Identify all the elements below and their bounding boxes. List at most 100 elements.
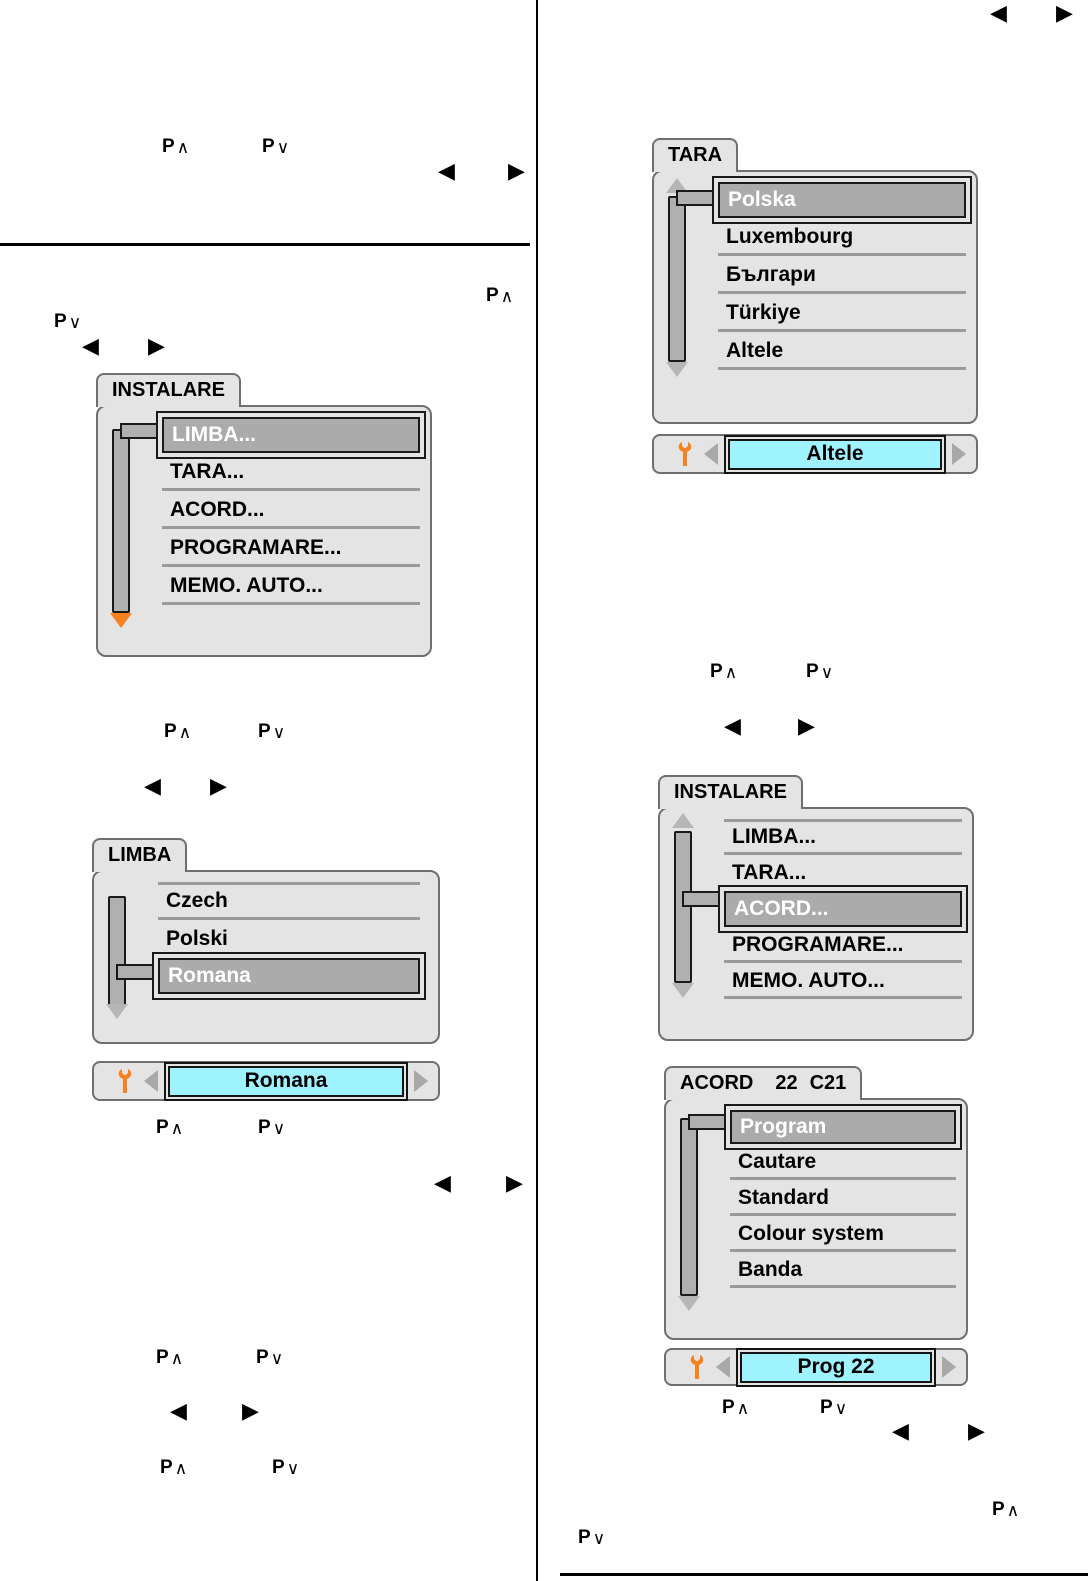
column-divider [536, 0, 538, 1581]
arrow-right-1: ▶ [508, 158, 525, 183]
selection-connector-acord [688, 1114, 732, 1130]
row-underline [730, 1285, 956, 1288]
panel-body-limba: Czech Polski Romana [92, 870, 440, 1044]
key-p-up-4: P∧ [156, 1117, 184, 1138]
row-underline [718, 367, 966, 370]
value-field-tara: Altele [728, 438, 942, 470]
value-bar-limba[interactable]: Romana [92, 1061, 440, 1101]
menu-item-luxembourg[interactable]: Luxembourg [718, 218, 966, 256]
row-underline [162, 602, 420, 605]
menu-item-cautare[interactable]: Cautare [730, 1144, 956, 1180]
menu-item-turkiye[interactable]: Türkiye [718, 294, 966, 332]
value-decrease-arrow-icon[interactable] [704, 443, 718, 465]
row-underline [158, 917, 420, 920]
row-underline [724, 960, 962, 963]
menu-list-tara: Polska Luxembourg Българи Türkiye Altele [718, 182, 966, 370]
value-field-acord: Prog 22 [740, 1351, 932, 1383]
menu-item-bulgari[interactable]: Българи [718, 256, 966, 294]
panel-title-acord-program: 22 [775, 1072, 798, 1094]
row-underline [730, 1177, 956, 1180]
scroll-down-arrow-icon-instalare-left[interactable] [110, 613, 132, 628]
value-increase-arrow-icon[interactable] [414, 1070, 428, 1092]
menu-item-limba[interactable]: LIMBA... [162, 417, 420, 453]
menu-item-tara-r[interactable]: TARA... [732, 861, 807, 884]
row-underline [162, 526, 420, 529]
scrollbar-track-acord[interactable] [680, 1118, 698, 1296]
key-p-down-r4: P∨ [578, 1527, 606, 1548]
panel-title-tara: TARA [652, 138, 739, 172]
bottom-page-divider [560, 1573, 1088, 1576]
arrow-left-5: ◀ [170, 1398, 187, 1423]
key-p-up-3: P∧ [164, 721, 192, 742]
scroll-down-arrow-icon-limba[interactable] [106, 1004, 128, 1019]
scrollbar-track-tara[interactable] [668, 196, 686, 362]
menu-item-polska[interactable]: Polska [718, 182, 966, 218]
menu-item-altele[interactable]: Altele [718, 332, 966, 370]
menu-item-acord-r[interactable]: ACORD... [724, 891, 962, 927]
value-bar-tara[interactable]: Altele [652, 434, 978, 474]
key-p-down-r2: P∨ [806, 661, 834, 682]
menu-item-limba-r[interactable]: LIMBA... [724, 819, 962, 855]
arrow-right-r1: ▶ [1056, 0, 1073, 25]
arrow-left-2: ◀ [82, 333, 99, 358]
panel-title-limba: LIMBA [92, 838, 188, 872]
scroll-up-arrow-icon-instalare-right[interactable] [672, 813, 694, 828]
panel-title-acord-channel: C21 [809, 1072, 847, 1094]
arrow-right-r2: ▶ [798, 713, 815, 738]
panel-title-instalare-right: INSTALARE [658, 775, 803, 809]
key-p-up-r2: P∧ [710, 661, 738, 682]
value-increase-arrow-icon[interactable] [952, 443, 966, 465]
menu-item-banda[interactable]: Banda [730, 1252, 956, 1288]
panel-instalare-left: INSTALARE LIMBA... TARA... ACORD... PROG… [96, 373, 432, 657]
value-bar-acord[interactable]: Prog 22 [664, 1348, 968, 1386]
key-p-up-1: P∧ [162, 136, 190, 157]
value-decrease-arrow-icon[interactable] [716, 1356, 730, 1378]
key-p-up-5: P∧ [156, 1347, 184, 1368]
scroll-down-arrow-icon-tara[interactable] [666, 362, 688, 377]
value-increase-arrow-icon[interactable] [942, 1356, 956, 1378]
panel-body-acord: Program Cautare Standard Colour system B… [664, 1098, 968, 1340]
wrench-icon [688, 1354, 706, 1380]
arrow-right-2: ▶ [148, 333, 165, 358]
scroll-down-arrow-icon-instalare-right[interactable] [672, 983, 694, 998]
wrench-icon [676, 441, 694, 467]
scrollbar-track-instalare-right[interactable] [674, 831, 692, 983]
menu-item-program[interactable]: Program [730, 1110, 956, 1144]
key-p-down-2: P∨ [54, 311, 82, 332]
menu-item-czech[interactable]: Czech [158, 882, 420, 920]
selection-connector-instalare-right [682, 891, 726, 907]
menu-item-polski[interactable]: Polski [166, 927, 228, 950]
key-p-down-4: P∨ [258, 1117, 286, 1138]
row-underline [718, 329, 966, 332]
row-underline [730, 1249, 956, 1252]
menu-item-memo-auto-r[interactable]: MEMO. AUTO... [724, 963, 962, 999]
menu-list-instalare-right: LIMBA... TARA... ACORD... PROGRAMARE... … [724, 819, 962, 999]
row-underline [718, 291, 966, 294]
menu-item-tara[interactable]: TARA... [162, 453, 420, 491]
menu-item-programare[interactable]: PROGRAMARE... [162, 529, 420, 567]
key-p-down-3: P∨ [258, 721, 286, 742]
selection-connector-limba [116, 964, 160, 980]
scroll-up-arrow-icon-tara[interactable] [666, 178, 688, 193]
row-underline [730, 1213, 956, 1216]
selection-connector-instalare-left [120, 423, 164, 439]
menu-item-standard[interactable]: Standard [730, 1180, 956, 1216]
arrow-left-r2: ◀ [724, 713, 741, 738]
key-p-down-1: P∨ [262, 136, 290, 157]
menu-item-memo-auto[interactable]: MEMO. AUTO... [162, 567, 420, 605]
menu-item-programare-r[interactable]: PROGRAMARE... [724, 927, 962, 963]
scroll-down-arrow-icon-acord[interactable] [678, 1296, 700, 1311]
menu-item-colour-system[interactable]: Colour system [730, 1216, 956, 1252]
scrollbar-track-instalare-left[interactable] [112, 429, 130, 613]
menu-item-acord[interactable]: ACORD... [162, 491, 420, 529]
value-decrease-arrow-icon[interactable] [144, 1070, 158, 1092]
panel-body-instalare-left: LIMBA... TARA... ACORD... PROGRAMARE... … [96, 405, 432, 657]
scrollbar-track-limba[interactable] [108, 896, 126, 1006]
panel-title-acord-label: ACORD [680, 1072, 754, 1094]
menu-item-romana[interactable]: Romana [158, 958, 420, 994]
panel-body-tara: Polska Luxembourg Българи Türkiye Altele [652, 170, 978, 424]
arrow-right-3: ▶ [210, 773, 227, 798]
arrow-left-r1: ◀ [990, 0, 1007, 25]
panel-acord: ACORD 22 C21 Program Cautare Standard Colo… [664, 1066, 968, 1340]
panel-body-instalare-right: LIMBA... TARA... ACORD... PROGRAMARE... … [658, 807, 974, 1041]
